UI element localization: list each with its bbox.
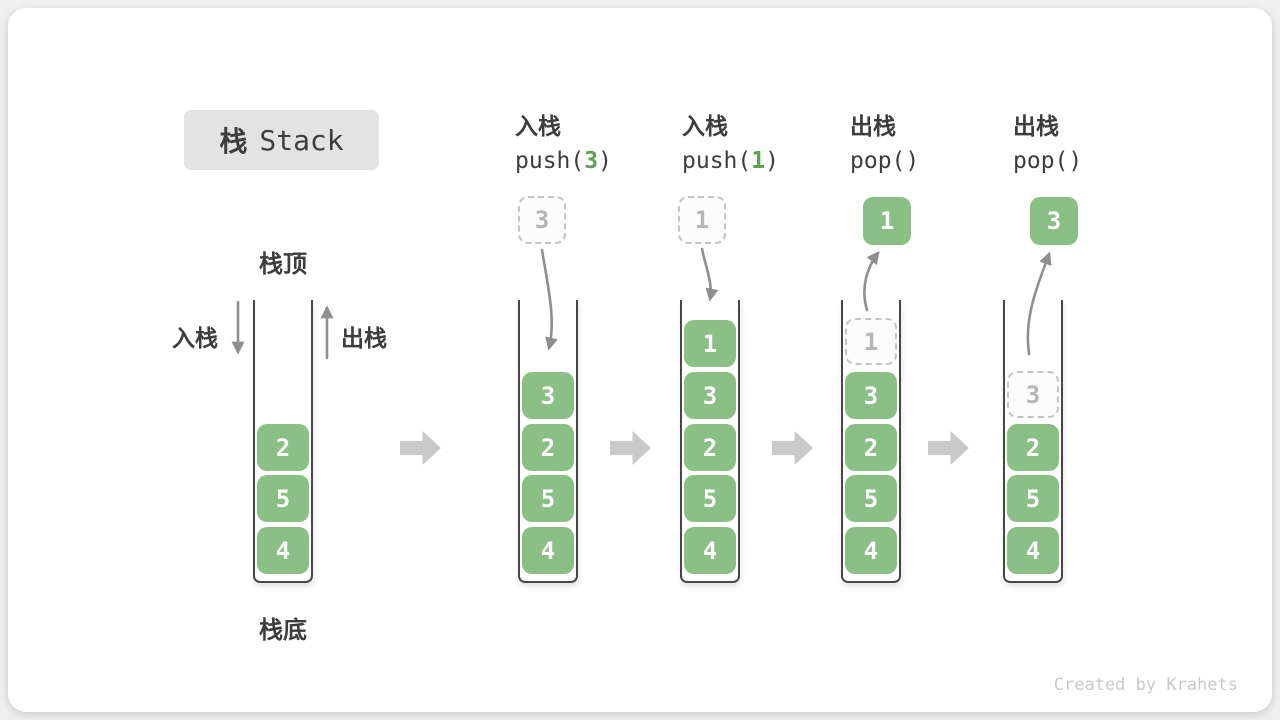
stack-cell: 5 — [684, 475, 736, 522]
header-push-3-code: push(3) — [515, 148, 675, 174]
stack-vessel-push-1 — [680, 300, 740, 583]
stack-cell: 5 — [845, 475, 897, 522]
title-badge: 栈 Stack — [184, 110, 379, 170]
title-latin: Stack — [259, 123, 344, 157]
title-cjk: 栈 — [219, 125, 248, 158]
stack-cell: 4 — [522, 527, 574, 574]
stack-cell: 2 — [845, 424, 897, 471]
stack-top-label: 栈顶 — [259, 250, 307, 278]
header-push-1-label: 入栈 — [682, 114, 728, 140]
code-pre: pop() — [850, 148, 920, 174]
stack-vessel-pop-3 — [1003, 300, 1063, 583]
stack-cell: 1 — [684, 320, 736, 367]
stack-cell: 2 — [522, 424, 574, 471]
stack-cell: 4 — [257, 527, 309, 574]
outgoing-value-box: 1 — [863, 197, 911, 245]
header-pop-1-label: 出栈 — [850, 114, 896, 140]
ghost-cell: 3 — [1007, 371, 1059, 418]
code-arg: 1 — [751, 148, 766, 174]
header-pop-1: 出栈 pop() — [850, 107, 1010, 174]
incoming-value-box: 3 — [518, 196, 566, 244]
header-push-3-label: 入栈 — [515, 114, 561, 140]
code-arg: 3 — [584, 148, 599, 174]
stack-cell: 2 — [257, 424, 309, 471]
code-post: ) — [765, 148, 779, 174]
header-push-1: 入栈 push(1) — [682, 107, 842, 174]
ghost-cell: 1 — [845, 318, 897, 365]
stack-vessel-initial — [253, 300, 313, 583]
stack-bottom-label: 栈底 — [259, 616, 307, 644]
incoming-value-box: 1 — [678, 196, 726, 244]
code-pre: push( — [515, 148, 585, 174]
code-pre: push( — [682, 148, 752, 174]
header-pop-1-code: pop() — [850, 148, 1010, 174]
header-pop-3-label: 出栈 — [1013, 114, 1059, 140]
stack-cell: 5 — [522, 475, 574, 522]
stack-cell: 4 — [684, 527, 736, 574]
outgoing-value-box: 3 — [1030, 197, 1078, 245]
stack-cell: 3 — [522, 372, 574, 419]
header-push-3: 入栈 push(3) — [515, 107, 675, 174]
pop-side-label: 出栈 — [341, 326, 387, 352]
stack-cell: 5 — [257, 475, 309, 522]
stack-cell: 4 — [845, 527, 897, 574]
stack-cell: 5 — [1007, 475, 1059, 522]
header-push-1-code: push(1) — [682, 148, 842, 174]
stack-cell: 4 — [1007, 527, 1059, 574]
push-side-label: 入栈 — [172, 326, 218, 352]
stack-cell: 2 — [1007, 424, 1059, 471]
header-pop-3: 出栈 pop() — [1013, 107, 1173, 174]
header-pop-3-code: pop() — [1013, 148, 1173, 174]
stack-cell: 3 — [684, 372, 736, 419]
watermark: Created by Krahets — [1053, 675, 1238, 695]
code-post: ) — [598, 148, 612, 174]
stack-vessel-push-3 — [518, 300, 578, 583]
code-pre: pop() — [1013, 148, 1083, 174]
stack-vessel-pop-1 — [841, 300, 901, 583]
stack-cell: 2 — [684, 424, 736, 471]
stack-cell: 3 — [845, 372, 897, 419]
